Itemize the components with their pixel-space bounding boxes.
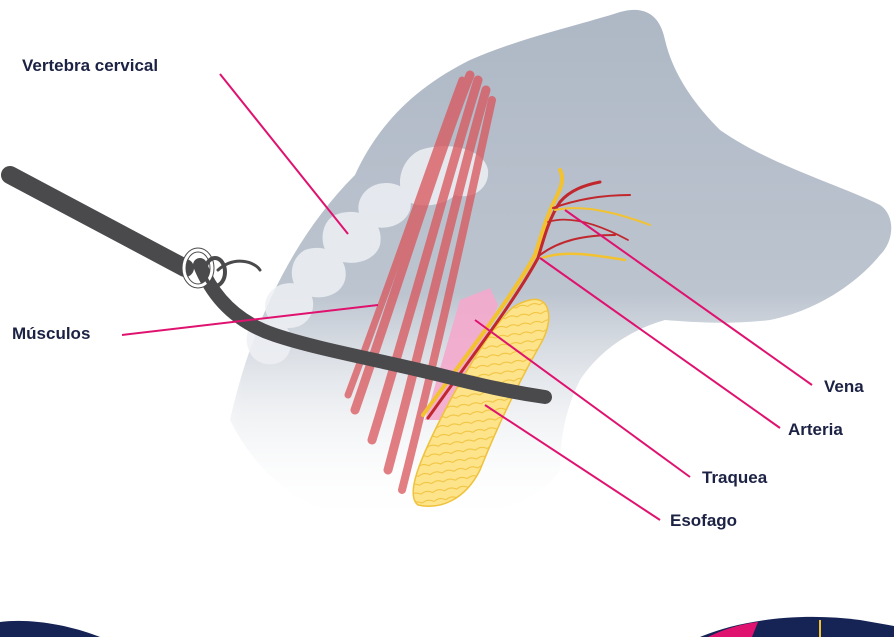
label-vena: Vena [824, 377, 864, 397]
label-traquea: Traquea [702, 468, 767, 488]
bottom-left-badge [0, 621, 100, 637]
label-esofago: Esofago [670, 511, 737, 531]
label-musculos: Músculos [12, 324, 90, 344]
bottom-right-badge [700, 617, 894, 637]
label-arteria: Arteria [788, 420, 843, 440]
label-vertebra-cervical: Vertebra cervical [22, 56, 158, 76]
